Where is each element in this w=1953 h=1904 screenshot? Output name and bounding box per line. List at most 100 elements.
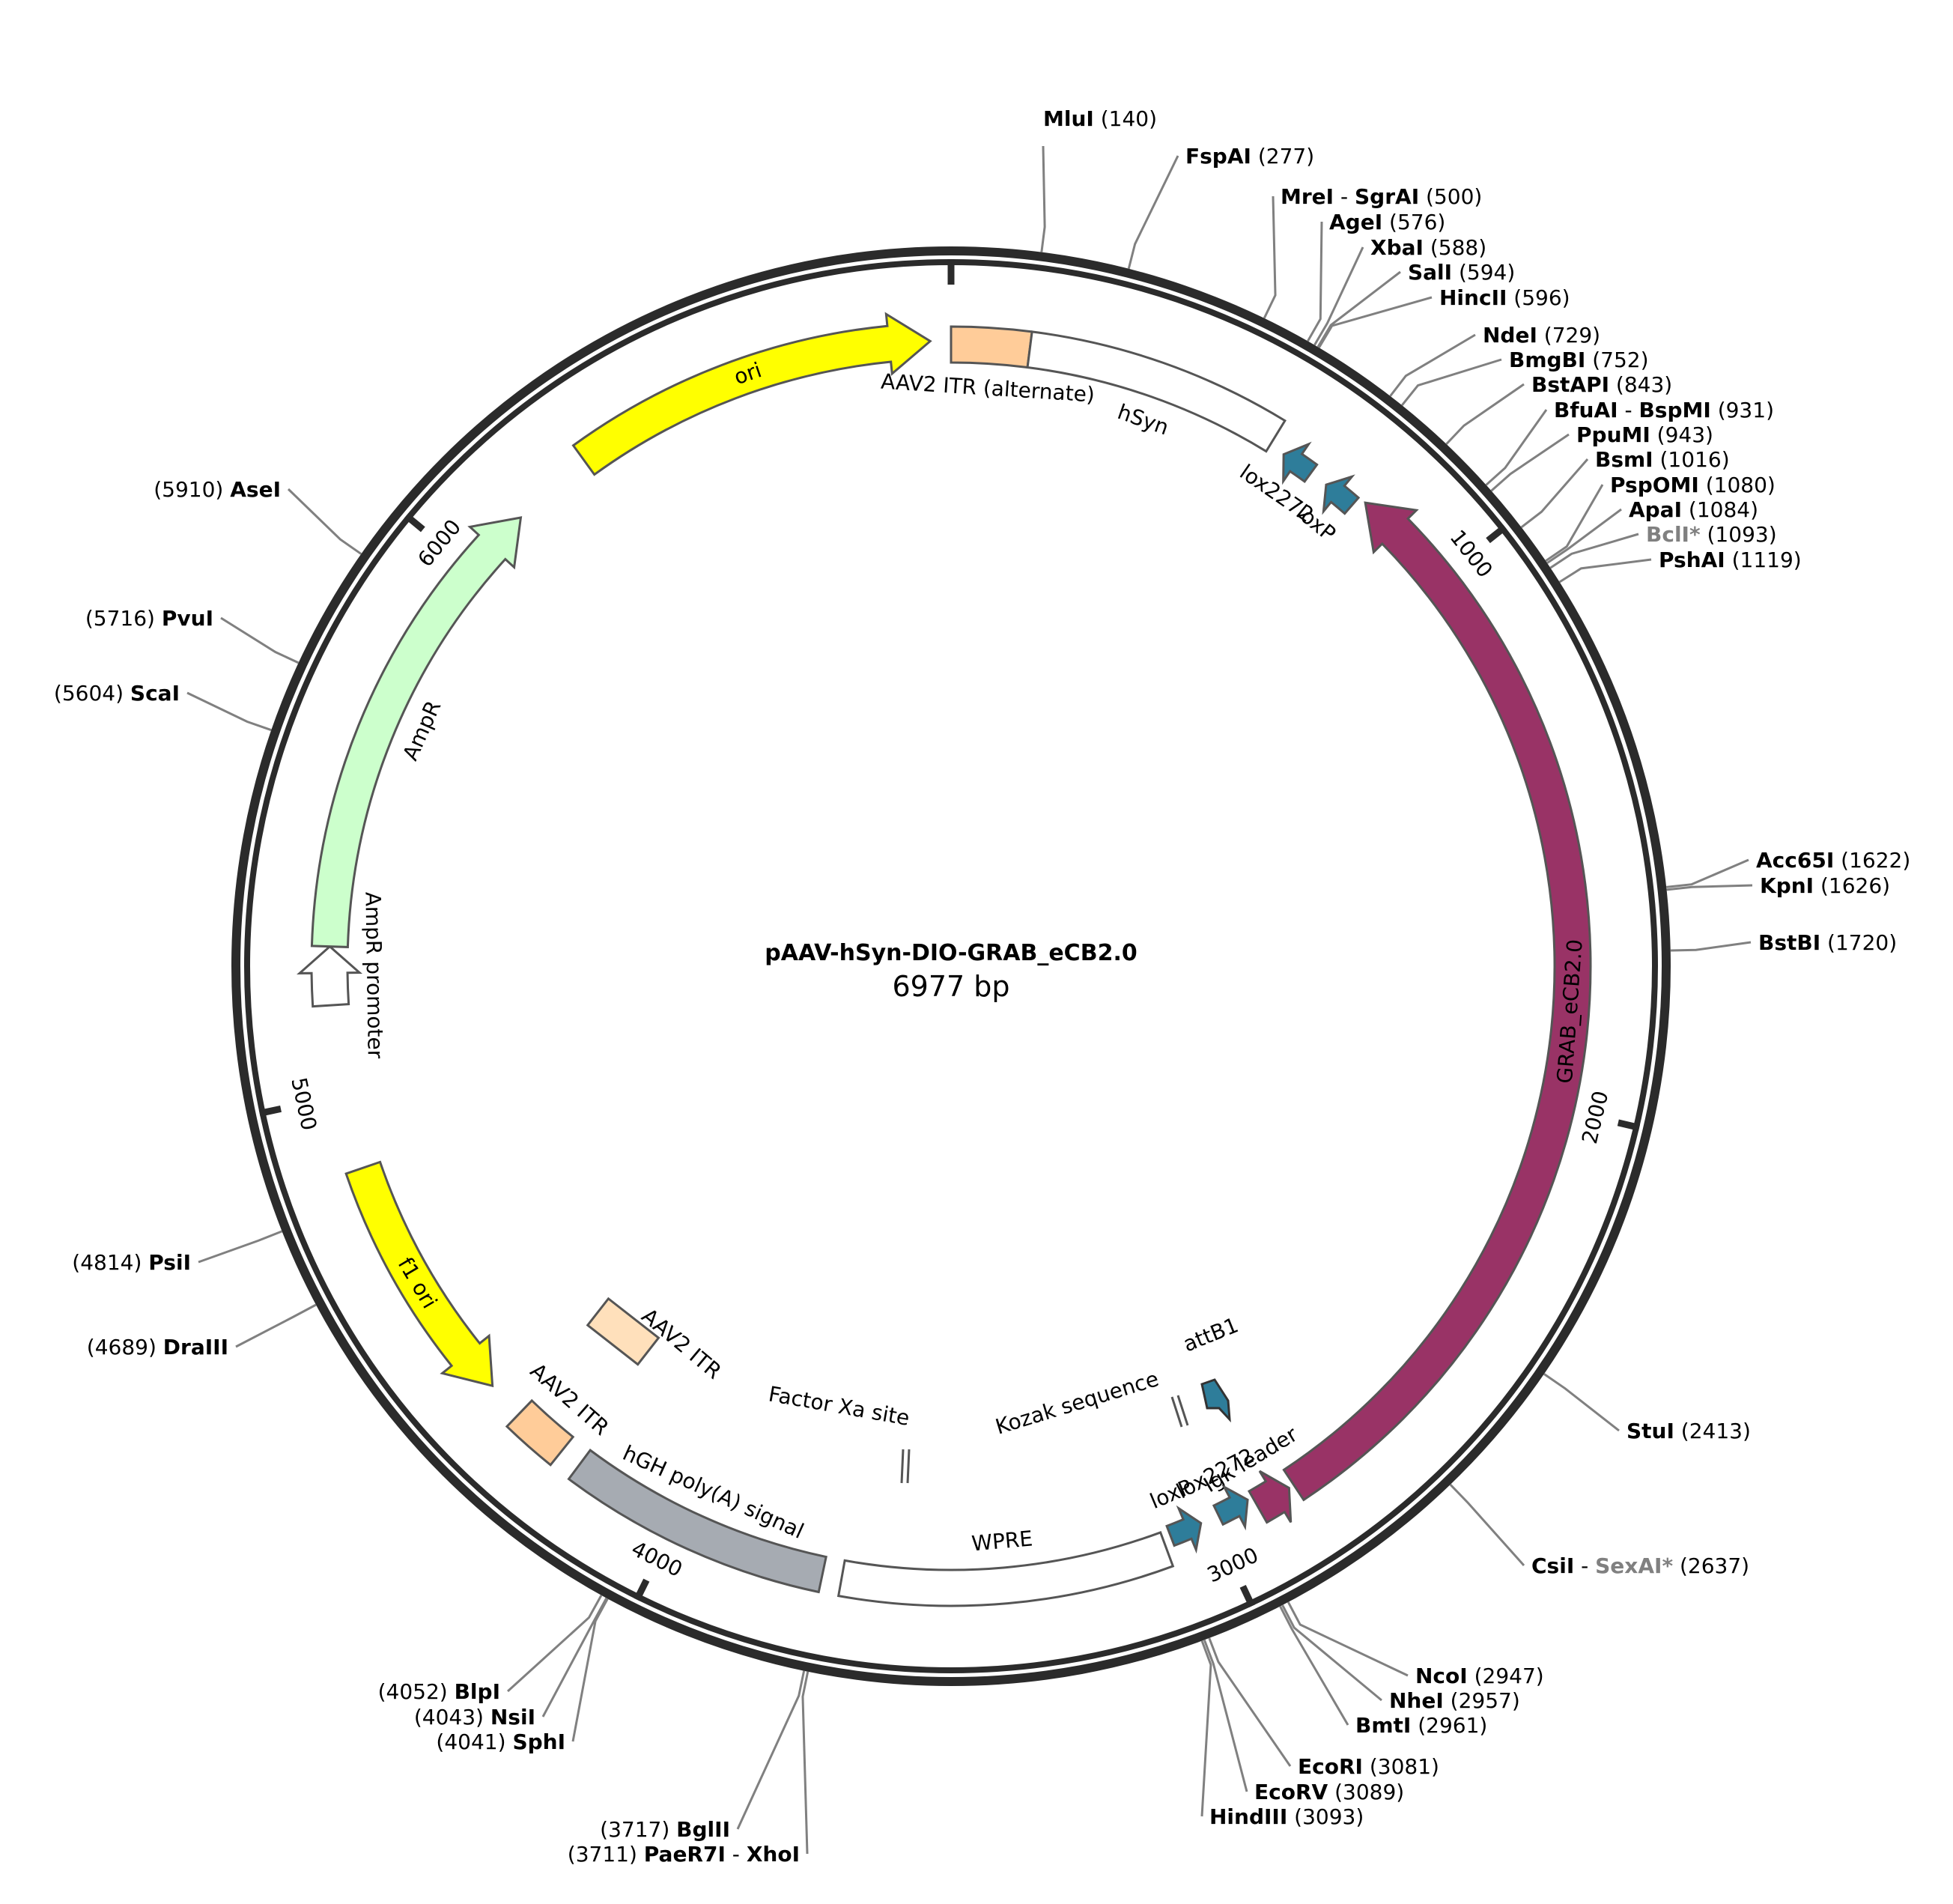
site-leader-line [1670,941,1752,952]
tick-mark [1486,524,1507,544]
feature-hgh-polya [567,1449,827,1594]
site-name: PspOMI [1610,473,1699,497]
feature-label-kozak: Kozak sequence [992,1366,1161,1440]
site-paer7i: (3711) PaeR7I - XhoI [568,1671,810,1867]
feature-igk-leader [1247,1470,1293,1524]
plasmid-size: 6977 bp [892,970,1009,1003]
site-sali: SalI (594) [1316,260,1515,348]
site-name: PvuI [162,606,213,631]
site-label: EcoRV (3089) [1254,1780,1404,1804]
feature-hsyn [1026,330,1287,453]
site-name-2: XhoI [747,1842,800,1867]
site-leader-line [1449,1483,1525,1566]
site-name: ApaI [1629,497,1682,522]
site-leader-line [1546,508,1622,564]
site-separator: - [726,1842,747,1867]
site-position: (1720) [1820,930,1897,955]
site-position: (931) [1711,398,1774,422]
site-label: (4689) DraIII [87,1335,228,1359]
site-leader-line [571,1598,609,1742]
site-label: BclI* (1093) [1646,522,1777,547]
site-leader-line [1318,296,1433,348]
site-position: (5604) [54,681,130,706]
site-leader-line [1200,1640,1212,1817]
feature-ori [571,312,932,476]
restriction-sites: MluI (140)FspAI (277)MreI - SgrAI (500)A… [54,106,1910,1867]
site-leader-line [1287,1601,1409,1677]
feature-loxp-a [1322,474,1361,515]
site-ecorv: EcoRV (3089) [1203,1639,1404,1804]
site-leader-line [1281,1604,1382,1702]
site-leader-line [1127,155,1179,270]
site-name: BfuAI [1554,398,1618,422]
site-name: NheI [1389,1688,1444,1713]
site-leader-line [1666,884,1753,891]
site-position: (4052) [378,1679,455,1704]
site-pshai: PshAI (1119) [1558,548,1802,583]
tick-mark [404,512,425,533]
tick-label: 2000 [1577,1088,1613,1146]
site-name: CsiI [1531,1553,1574,1578]
site-label: Acc65I (1622) [1756,848,1910,873]
site-xbai: XbaI (588) [1313,235,1486,346]
site-label: PpuMI (943) [1576,422,1713,447]
tick-mark [634,1578,650,1601]
site-leader-line [1485,409,1548,486]
site-name: ScaI [130,681,180,706]
site-name-2: SgrAI [1355,184,1419,209]
site-name: FspAI [1185,144,1251,169]
site-position: (3089) [1328,1780,1404,1804]
site-label: NcoI (2947) [1415,1664,1544,1688]
site-name: SphI [512,1729,565,1754]
site-leader-line [198,1230,283,1264]
site-name: PpuMI [1576,422,1650,447]
site-label: MluI (140) [1043,106,1157,131]
site-csii: CsiI - SexAI* (2637) [1449,1483,1749,1578]
site-position: (588) [1424,235,1486,260]
site-position: (5716) [85,606,162,631]
site-pspomi: PspOMI (1080) [1545,473,1776,563]
site-position: (4814) [72,1250,148,1275]
site-leader-line [1520,458,1589,529]
site-position: (3081) [1363,1754,1439,1779]
site-nhei: NheI (2957) [1281,1604,1520,1713]
site-label: NdeI (729) [1483,323,1600,348]
site-label: HincII (596) [1439,285,1570,310]
feature-attb1 [1200,1378,1231,1423]
site-label: KpnI (1626) [1760,873,1890,898]
site-label: StuI (2413) [1627,1419,1751,1443]
site-name: DraIII [163,1335,228,1359]
feature-factor-xa-mark-2 [906,1449,911,1484]
feature-label-factor-xa: Factor Xa site [767,1381,911,1431]
site-name: BlpI [455,1679,500,1704]
site-name: BmtI [1355,1713,1411,1738]
site-ncoi: NcoI (2947) [1287,1601,1544,1688]
site-position: (3717) [600,1817,676,1842]
site-name: AgeI [1329,210,1382,234]
site-ndei: NdeI (729) [1389,323,1600,397]
site-separator: - [1574,1553,1595,1578]
site-bfuai: BfuAI - BspMI (931) [1485,398,1774,486]
site-position: (2957) [1444,1688,1520,1713]
site-hindiii: HindIII (3093) [1200,1640,1364,1829]
site-name-2: BspMI [1638,398,1710,422]
site-apai: ApaI (1084) [1546,497,1758,564]
site-name: XbaI [1370,235,1424,260]
site-leader-line [1307,221,1323,342]
site-bmti: BmtI (2961) [1279,1605,1487,1738]
site-bglii: (3717) BglII [600,1670,806,1842]
site-name: KpnI [1760,873,1814,898]
site-label: (5716) PvuI [85,606,213,631]
site-name-2: SexAI* [1595,1553,1673,1578]
site-position: (2637) [1673,1553,1749,1578]
site-name: EcoRI [1298,1754,1363,1779]
site-bstbi: BstBI (1720) [1670,930,1897,955]
site-position: (752) [1585,348,1648,372]
tick-mark [1617,1119,1641,1131]
site-name: PshAI [1659,548,1725,572]
site-name: BstBI [1758,930,1820,955]
site-mlui: MluI (140) [1040,106,1157,252]
